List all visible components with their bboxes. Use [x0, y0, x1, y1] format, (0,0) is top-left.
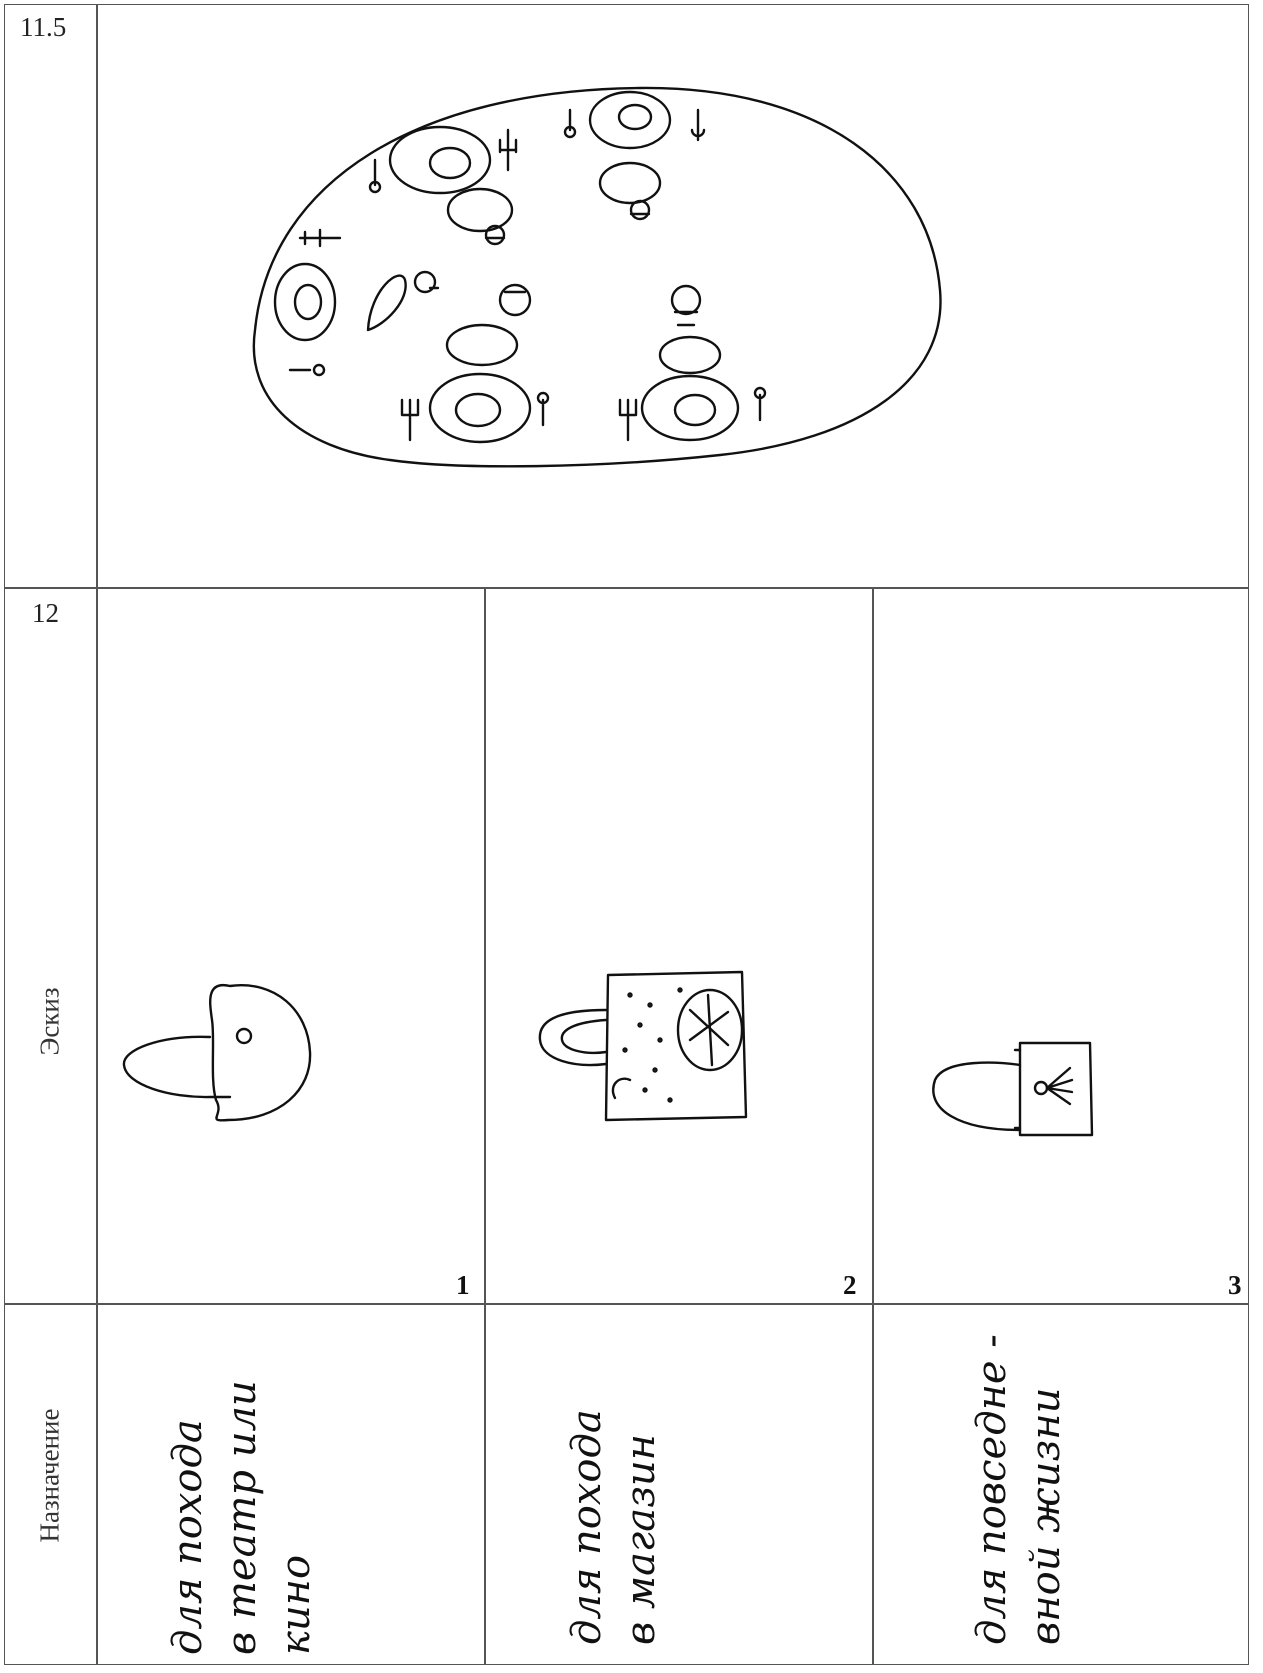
item-number-2: 2	[843, 1270, 857, 1300]
grid-line	[96, 4, 98, 1665]
worksheet-border	[4, 4, 1249, 1665]
everyday-bag-sketch	[932, 1041, 1094, 1137]
section-number-11-5: 11.5	[20, 12, 67, 42]
item-number-3: 3	[1228, 1270, 1242, 1300]
table-setting-sketch	[252, 86, 942, 468]
grid-line	[4, 1303, 1249, 1305]
shopping-bag-sketch	[538, 970, 748, 1122]
item-number-1: 1	[456, 1270, 470, 1300]
grid-line	[4, 587, 1249, 589]
section-number-12: 12	[32, 598, 59, 628]
grid-line	[872, 587, 874, 1665]
clutch-bag-sketch	[122, 983, 312, 1122]
grid-line	[484, 587, 486, 1665]
